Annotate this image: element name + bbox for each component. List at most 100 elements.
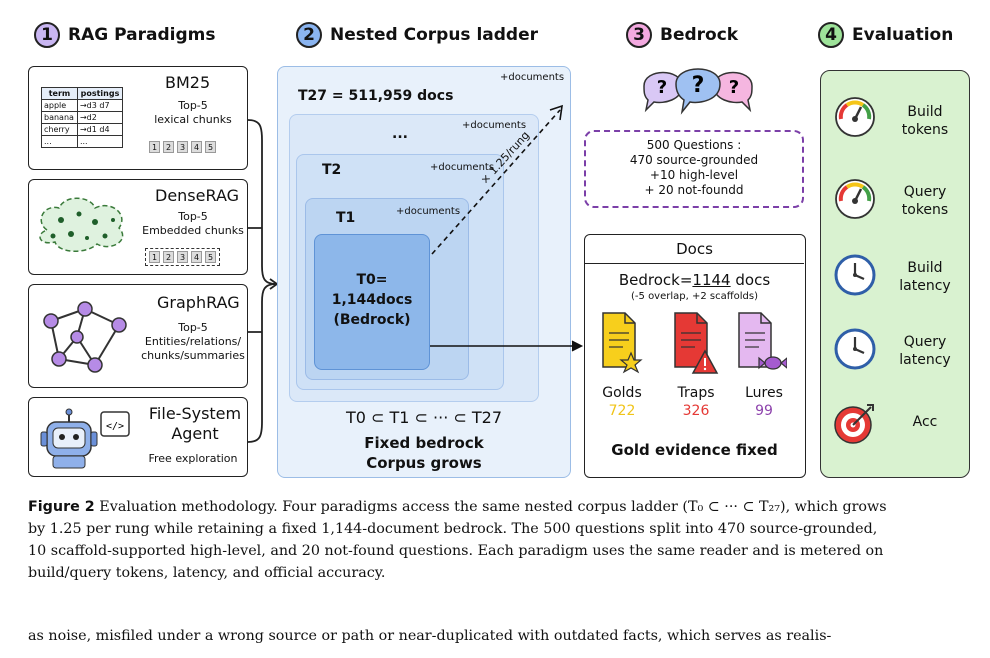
section-3-title: Bedrock: [660, 25, 739, 45]
section-1-number: 1: [34, 22, 60, 48]
graph-rag-title: GraphRAG: [157, 293, 240, 312]
plus-documents-t1: +documents: [396, 206, 461, 217]
lure-document-icon: [738, 312, 787, 370]
graph-rag-card: GraphRAG Top-5 Entities/relations/ chunk…: [28, 284, 248, 388]
caption-line-4: build/query tokens, latency, and officia…: [28, 565, 386, 581]
table-row: banana →d2: [41, 111, 124, 124]
agent-title: File-System Agent: [148, 404, 242, 443]
caption-label: Figure 2: [28, 499, 95, 515]
figure-caption: Figure 2 Evaluation methodology. Four pa…: [28, 496, 973, 584]
table-cell-postings: →d3 d7: [76, 99, 124, 112]
graph-network-icon: [43, 301, 127, 373]
eval-query-tokens: Query tokens: [901, 184, 949, 218]
query-tokens-gauge-icon: [835, 179, 875, 219]
build-latency-clock-icon: [834, 254, 876, 296]
gold-document-icon: [602, 312, 643, 374]
graph-rag-description: Top-5 Entities/relations/ chunks/summari…: [141, 321, 245, 362]
t1-label: T1: [336, 210, 356, 226]
table-cell-postings: ...: [76, 135, 124, 148]
trap-document-icon: [674, 312, 719, 374]
question-bubbles-icon: ? ? ?: [643, 68, 753, 115]
t27-label: T27 = 511,959 docs: [298, 88, 454, 104]
ladder-arrows: [430, 104, 584, 352]
lures-label: Lures: [745, 385, 783, 401]
table-cell-term: apple: [41, 99, 78, 112]
section-1-header: 1 RAG Paradigms: [34, 22, 215, 48]
dense-rag-card: DenseRAG Top-5 Embedded chunks 1 2 3 4 5: [28, 179, 248, 275]
caption-line-1: Figure 2 Evaluation methodology. Four pa…: [28, 496, 973, 518]
table-cell-postings: →d1 d4: [76, 123, 124, 136]
plus-documents-t2: +documents: [430, 162, 495, 173]
body-text-line: as noise, misfiled under a wrong source …: [28, 628, 832, 644]
chunk: 2: [163, 141, 174, 153]
chunk: 3: [177, 251, 188, 263]
dense-rag-description: Top-5 Embedded chunks: [142, 210, 244, 237]
question-mark: ?: [729, 77, 739, 98]
chunk: 3: [177, 141, 188, 153]
table-row: ... ...: [41, 135, 124, 148]
chunk: 1: [149, 141, 160, 153]
lures-value: 99: [755, 403, 773, 419]
table-cell-postings: →d2: [76, 111, 124, 124]
chunk: 1: [149, 251, 160, 263]
bm25-chunks: 1 2 3 4 5: [149, 141, 216, 153]
query-latency-clock-icon: [834, 328, 876, 370]
embedding-cloud-icon: [39, 197, 124, 252]
section-2-title: Nested Corpus ladder: [330, 25, 539, 45]
chunk: 5: [205, 251, 216, 263]
caption-line-2: by 1.25 per rung while retaining a fixed…: [28, 521, 878, 537]
dense-rag-title: DenseRAG: [155, 186, 240, 205]
paradigm-bracket: [247, 119, 279, 443]
dense-rag-chunks: 1 2 3 4 5: [145, 248, 220, 266]
posting-doc: d4: [99, 125, 110, 134]
bm25-description: Top-5 lexical chunks: [154, 99, 232, 126]
table-cell-term: cherry: [41, 123, 78, 136]
chunk: 2: [163, 251, 174, 263]
bedrock-note: (-5 overlap, +2 scaffolds): [631, 291, 758, 302]
evaluation-panel: Build tokens Query tokens Build latency …: [820, 70, 970, 478]
posting-doc: d2: [86, 113, 97, 122]
inverted-index-table: term postings apple →d3 d7 banana →d2 ch…: [41, 87, 124, 148]
eval-query-latency: Query latency: [899, 334, 951, 368]
section-4-title: Evaluation: [852, 25, 954, 45]
t2-label: T2: [322, 162, 342, 178]
bedrock-count-value: 1144: [692, 271, 731, 289]
chunk: 4: [191, 251, 202, 263]
bm25-card: term postings apple →d3 d7 banana →d2 ch…: [28, 66, 248, 170]
file-system-agent-card: </> File-System Agent Free exploration: [28, 397, 248, 477]
questions-box: [584, 130, 804, 208]
table-header-postings: postings: [76, 87, 124, 100]
section-3-header: 3 Bedrock: [626, 22, 738, 48]
section-2-header: 2 Nested Corpus ladder: [296, 22, 538, 48]
subset-chain: T0 ⊂ T1 ⊂ ··· ⊂ T27: [345, 408, 503, 427]
table-row: apple →d3 d7: [41, 99, 124, 112]
section-2-number: 2: [296, 22, 322, 48]
chunk: 5: [205, 141, 216, 153]
table-cell-term: ...: [41, 135, 78, 148]
section-1-title: RAG Paradigms: [68, 25, 216, 45]
docs-card: Docs Bedrock=1144 docs (-5 overlap, +2 s…: [584, 234, 806, 478]
caption-line-3: 10 scaffold-supported high-level, and 20…: [28, 543, 884, 559]
table-cell-term: banana: [41, 111, 78, 124]
eval-build-latency: Build latency: [899, 260, 951, 294]
docs-title: Docs: [585, 235, 804, 264]
caption-text: Evaluation methodology. Four paradigms a…: [94, 499, 887, 515]
corpus-grows-label: Corpus grows: [366, 454, 482, 472]
bm25-title: BM25: [165, 73, 211, 92]
golds-label: Golds: [602, 385, 642, 401]
posting-doc: d1: [86, 125, 97, 134]
tier-t0-bedrock: [314, 234, 430, 370]
section-4-header: 4 Evaluation: [818, 22, 953, 48]
posting-doc: d7: [99, 101, 110, 110]
section-4-number: 4: [818, 22, 844, 48]
agent-description: Free exploration: [148, 452, 238, 465]
chunk: 4: [191, 141, 202, 153]
eval-accuracy: Acc: [912, 414, 938, 430]
bedrock-count-prefix: Bedrock=: [618, 271, 693, 289]
bedrock-count-suffix: docs: [730, 271, 771, 289]
plus-documents-ellipsis: +documents: [462, 120, 527, 131]
question-mark: ?: [692, 73, 705, 98]
robot-agent-icon: </>: [40, 408, 130, 469]
gold-evidence-fixed: Gold evidence fixed: [611, 441, 778, 459]
ladder-ellipsis: ...: [392, 126, 408, 142]
